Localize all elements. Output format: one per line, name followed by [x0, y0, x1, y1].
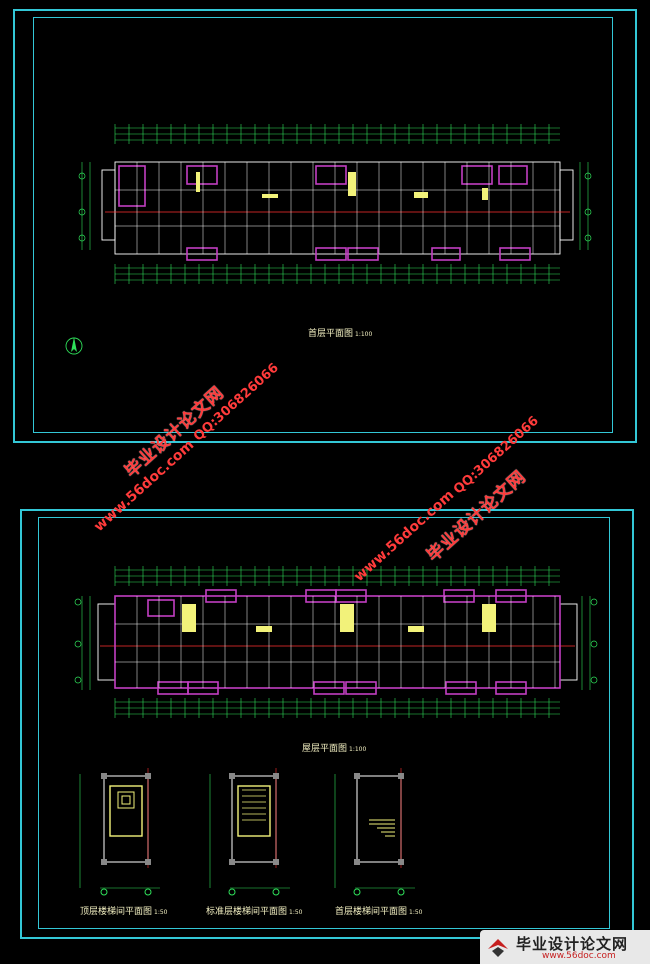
stair-detail-standard	[209, 768, 290, 896]
bottom-drawing-sheet	[20, 509, 634, 939]
north-arrow-icon	[65, 337, 83, 355]
site-logo-icon	[488, 939, 508, 957]
bottom-sheet-inner-frame	[38, 517, 610, 929]
top-floor-plan	[78, 124, 592, 284]
badge-title: 毕业设计论文网	[516, 935, 629, 953]
site-badge: 毕业设计论文网 www.56doc.com	[480, 930, 650, 964]
top-drawing-sheet	[13, 9, 637, 443]
badge-url: www.56doc.com	[542, 951, 616, 961]
stair-detail-ground	[334, 768, 415, 896]
top-sheet-inner-frame	[33, 17, 613, 433]
stair-detail-top	[79, 768, 160, 896]
bottom-floor-plan	[74, 566, 598, 718]
